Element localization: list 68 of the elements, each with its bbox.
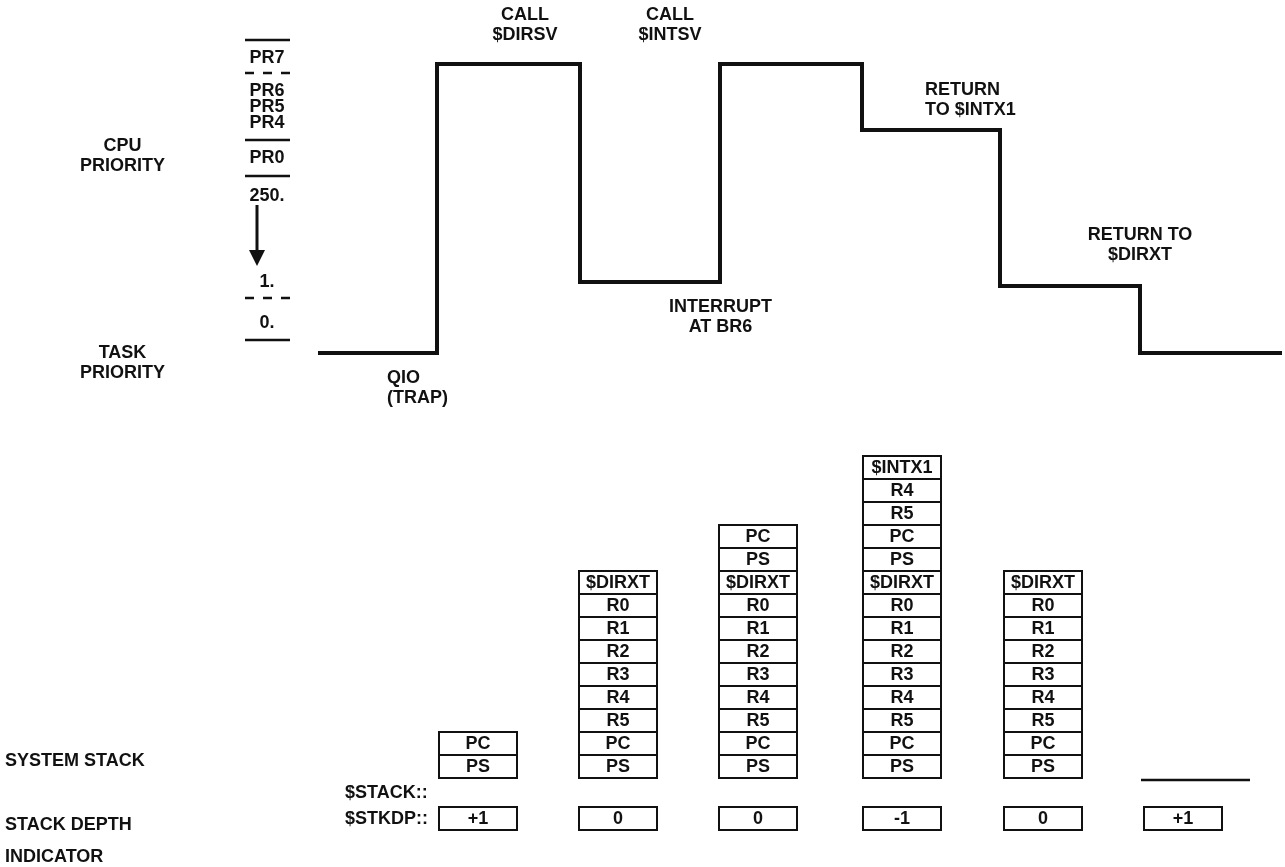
stack-depth-box: 0 <box>718 806 798 831</box>
scale-label: PR7 <box>248 47 286 67</box>
stack-cell: R1 <box>1003 616 1083 641</box>
stack-depth-box: -1 <box>862 806 942 831</box>
stack-cell: R4 <box>718 685 798 710</box>
event-label: CALL $DIRSV <box>491 4 559 44</box>
row-label: STACK DEPTH INDICATOR <box>5 813 133 867</box>
stack-cell: R1 <box>718 616 798 641</box>
stack-depth-box: 0 <box>1003 806 1083 831</box>
stack-cell: R2 <box>862 639 942 664</box>
stack-cell: PS <box>438 754 518 779</box>
row-label: $STKDP:: <box>345 808 429 828</box>
stack-cell: PS <box>718 754 798 779</box>
scale-label: 250. <box>248 185 286 205</box>
stack-cell: R4 <box>1003 685 1083 710</box>
row-label: SYSTEM STACK <box>5 750 146 770</box>
stack-cell: R5 <box>862 708 942 733</box>
scale-label: CPU PRIORITY <box>79 135 166 175</box>
scale-label: 0. <box>258 312 276 332</box>
stack-cell: PC <box>718 731 798 756</box>
stack-cell: R3 <box>862 662 942 687</box>
stack-cell: PC <box>1003 731 1083 756</box>
event-label: RETURN TO $DIRXT <box>1086 224 1194 264</box>
stack-cell: R2 <box>1003 639 1083 664</box>
stack-cell: R3 <box>578 662 658 687</box>
stack-depth-box: 0 <box>578 806 658 831</box>
event-label: QIO (TRAP) <box>387 367 449 407</box>
stack-cell: $DIRXT <box>578 570 658 595</box>
row-label: $STACK:: <box>345 782 429 802</box>
stack-cell: R4 <box>862 685 942 710</box>
stack-cell: PS <box>862 754 942 779</box>
stack-cell: R0 <box>578 593 658 618</box>
stack-cell: R5 <box>578 708 658 733</box>
scale-label: PR0 <box>248 147 286 167</box>
scale-label: 1. <box>258 271 276 291</box>
stack-depth-box: +1 <box>1143 806 1223 831</box>
stack-cell: R1 <box>578 616 658 641</box>
event-label: INTERRUPT AT BR6 <box>668 296 773 336</box>
stack-cell: PC <box>862 731 942 756</box>
stack-cell: R2 <box>718 639 798 664</box>
stack-cell: PS <box>578 754 658 779</box>
stack-cell: R3 <box>1003 662 1083 687</box>
stack-cell: $DIRXT <box>862 570 942 595</box>
stack-cell: PC <box>438 731 518 756</box>
stack-cell: R5 <box>718 708 798 733</box>
stack-cell: R2 <box>578 639 658 664</box>
stack-cell: R3 <box>718 662 798 687</box>
scale-label: TASK PRIORITY <box>79 342 166 382</box>
stack-depth-box: +1 <box>438 806 518 831</box>
stack-cell: R0 <box>718 593 798 618</box>
stack-cell: R4 <box>862 478 942 503</box>
stack-cell: PC <box>718 524 798 549</box>
stack-cell: PC <box>862 524 942 549</box>
stack-cell: PS <box>718 547 798 572</box>
stack-cell: PC <box>578 731 658 756</box>
stack-cell: R1 <box>862 616 942 641</box>
stack-cell: $DIRXT <box>1003 570 1083 595</box>
stack-cell: PS <box>1003 754 1083 779</box>
event-label: CALL $INTSV <box>637 4 703 44</box>
stack-cell: $INTX1 <box>862 455 942 480</box>
stack-cell: R0 <box>862 593 942 618</box>
stack-cell: R4 <box>578 685 658 710</box>
stack-cell: $DIRXT <box>718 570 798 595</box>
stack-cell: R0 <box>1003 593 1083 618</box>
event-label: RETURN TO $INTX1 <box>925 79 1017 119</box>
stack-cell: R5 <box>1003 708 1083 733</box>
stack-cell: PS <box>862 547 942 572</box>
stack-cell: R5 <box>862 501 942 526</box>
